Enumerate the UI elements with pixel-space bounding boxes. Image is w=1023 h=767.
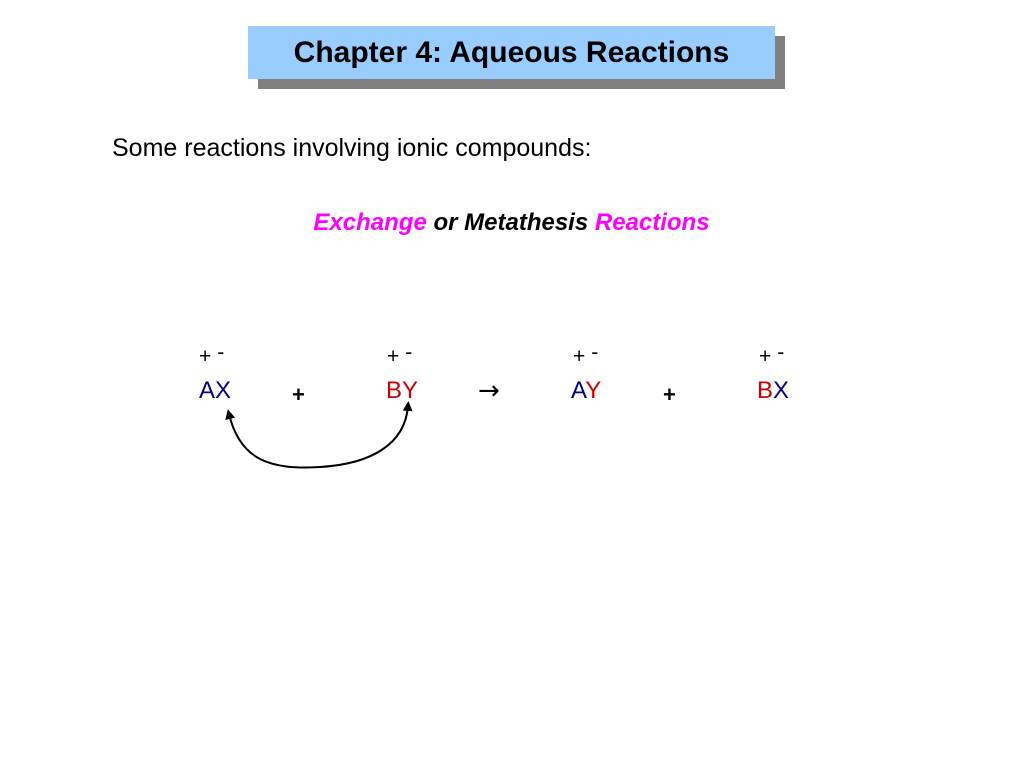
- reactant2-formula: BY: [386, 377, 418, 405]
- reaction-type-heading: Exchange or Metathesis Reactions: [0, 209, 1023, 237]
- product1-charges: +-: [573, 341, 598, 369]
- reactant1-anion: X: [215, 377, 232, 404]
- product2-charge-plus: +: [759, 345, 772, 368]
- intro-text: Some reactions involving ionic compounds…: [112, 134, 592, 162]
- reactant1-cation: A: [199, 377, 216, 404]
- subtitle-exchange: Exchange: [313, 209, 427, 236]
- reactant-plus-sign: +: [292, 382, 305, 407]
- reaction-arrow: →: [478, 376, 500, 406]
- reactant2-charge-plus: +: [387, 345, 400, 368]
- reactant1-formula: AX: [199, 377, 231, 405]
- product1-anion: Y: [585, 377, 602, 404]
- product2-anion: X: [773, 377, 790, 404]
- reactant1-charge-plus: +: [199, 345, 212, 368]
- reactant2-anion: Y: [402, 377, 419, 404]
- reactant1-charges: +-: [199, 341, 224, 369]
- product2-charges: +-: [759, 341, 784, 369]
- title-box: Chapter 4: Aqueous Reactions: [248, 26, 775, 79]
- product1-charge-plus: +: [573, 345, 586, 368]
- product2-charge-minus: -: [777, 341, 785, 364]
- reactant2-charges: +-: [387, 341, 412, 369]
- reactant2-charge-minus: -: [405, 341, 413, 364]
- slide-title: Chapter 4: Aqueous Reactions: [293, 35, 730, 69]
- product1-cation: A: [571, 377, 586, 404]
- reactant1-charge-minus: -: [217, 341, 225, 364]
- subtitle-reactions: Reactions: [594, 209, 710, 236]
- reactant2-cation: B: [386, 377, 403, 404]
- exchange-arc: [225, 401, 413, 469]
- product1-charge-minus: -: [591, 341, 599, 364]
- product1-formula: AY: [571, 377, 601, 405]
- product-plus-sign: +: [663, 382, 676, 407]
- product2-formula: BX: [757, 377, 789, 405]
- product2-cation: B: [757, 377, 774, 404]
- subtitle-or-metathesis: or Metathesis: [426, 209, 595, 236]
